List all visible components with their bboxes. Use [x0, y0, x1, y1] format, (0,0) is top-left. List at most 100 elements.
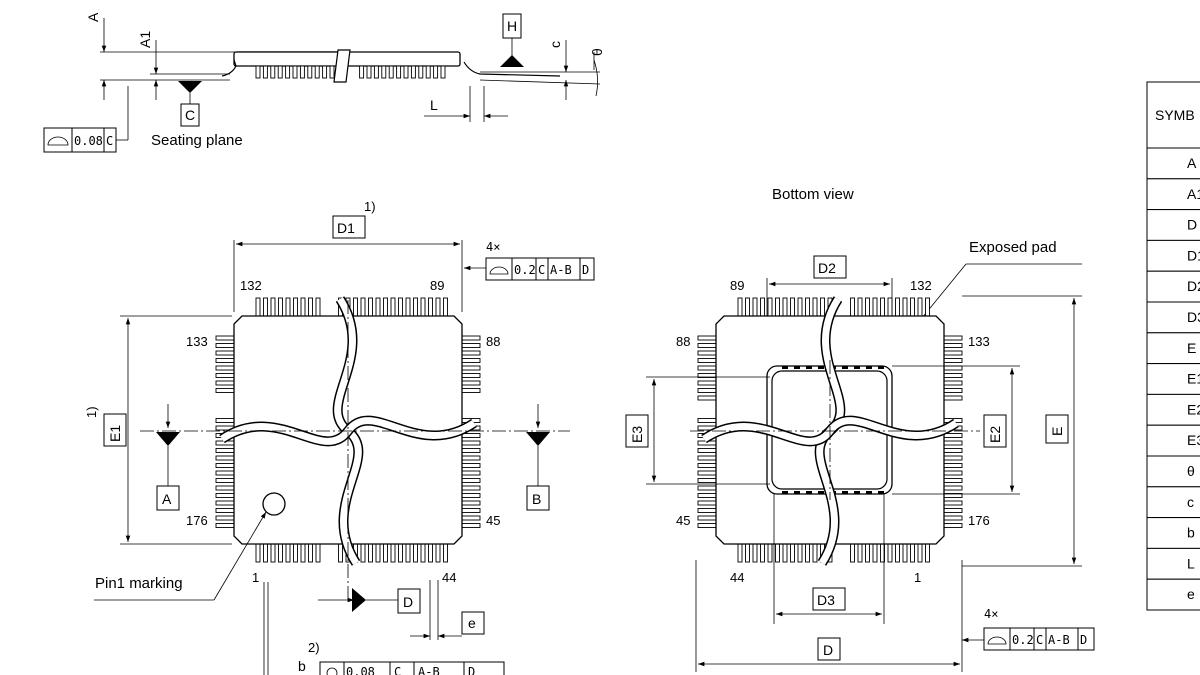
lead — [435, 297, 441, 317]
top-pin-88: 88 — [486, 334, 500, 349]
top-pin-45: 45 — [486, 513, 500, 528]
tol-bot-d1: C — [1036, 633, 1043, 647]
lead — [215, 380, 235, 386]
lead — [461, 455, 481, 461]
table-row — [1146, 209, 1200, 241]
lead — [943, 470, 963, 476]
lead — [390, 297, 396, 317]
lead — [943, 395, 963, 401]
tol-top-d1: C — [538, 263, 545, 277]
side-lead — [299, 65, 305, 79]
dim-E: E — [1049, 427, 1065, 436]
side-lead — [381, 65, 387, 79]
lead — [300, 543, 306, 563]
lead — [782, 297, 788, 317]
tol-top-count: 4× — [486, 240, 500, 254]
lead — [902, 543, 908, 563]
dim-A-side: A — [85, 12, 101, 22]
side-lead — [425, 65, 431, 79]
lead — [697, 500, 717, 506]
lead — [368, 297, 373, 317]
lead — [910, 297, 915, 317]
pad-tick — [878, 366, 884, 369]
lead — [420, 543, 426, 563]
table-cell-symbol: A1 — [1187, 186, 1200, 202]
lead — [917, 297, 923, 317]
note1-d1: 1) — [364, 199, 376, 214]
lead — [278, 297, 283, 317]
lead — [925, 543, 930, 563]
table-cell-symbol: E2 — [1187, 401, 1200, 417]
lead — [461, 433, 481, 438]
bottom-view-label: Bottom view — [772, 186, 854, 203]
lead — [360, 297, 366, 317]
pad-tick — [854, 366, 860, 369]
top-pin-133: 133 — [186, 334, 208, 349]
lead — [461, 440, 481, 446]
lead — [383, 297, 388, 317]
bot-pin-45: 45 — [676, 513, 690, 528]
lead — [805, 297, 810, 317]
dim-c-side: c — [547, 41, 563, 48]
lead — [375, 543, 381, 563]
table-row — [1146, 455, 1200, 488]
lead — [308, 543, 313, 563]
lead — [215, 478, 235, 483]
datum-C-label: C — [185, 107, 195, 123]
lead — [745, 543, 750, 563]
table-row — [1146, 147, 1200, 180]
lead — [865, 297, 870, 317]
table-cell-symbol: L — [1187, 555, 1195, 571]
table-row — [1146, 178, 1200, 211]
dim-E1: E1 — [107, 425, 123, 442]
lead — [338, 543, 343, 563]
dim-E2: E2 — [987, 426, 1003, 443]
lead — [943, 478, 963, 483]
lead — [910, 543, 915, 563]
lead — [872, 543, 878, 563]
pin1-dot — [262, 492, 286, 516]
lead — [270, 297, 276, 317]
pin1-marking-label: Pin1 marking — [95, 575, 183, 592]
lead — [461, 500, 481, 506]
lead — [850, 543, 855, 563]
side-lead — [270, 65, 276, 79]
lead — [775, 543, 780, 563]
pad-tick — [866, 491, 872, 494]
lead — [697, 523, 717, 528]
tol-bot-value: 0.2 — [1012, 633, 1034, 647]
note1-e1: 1) — [84, 406, 99, 418]
lead — [697, 380, 717, 386]
lead — [398, 297, 403, 317]
lead — [887, 297, 893, 317]
lead — [917, 543, 923, 563]
pad-tick — [806, 366, 812, 369]
lead — [895, 543, 900, 563]
lead — [697, 395, 717, 401]
top-pin-132: 132 — [240, 278, 262, 293]
lead — [215, 463, 235, 468]
lead — [215, 358, 235, 363]
side-lead — [366, 65, 372, 79]
lead — [812, 543, 818, 563]
lead — [255, 543, 261, 563]
lead — [943, 448, 963, 453]
lead — [857, 543, 863, 563]
lead — [697, 388, 717, 393]
lead — [293, 297, 298, 317]
lead — [461, 523, 481, 528]
lead — [767, 297, 773, 317]
side-lead — [314, 65, 320, 79]
datum-A-label: A — [162, 491, 172, 507]
lead — [461, 335, 481, 341]
lead — [405, 297, 411, 317]
pad-tick — [818, 366, 824, 369]
lead — [797, 297, 803, 317]
table-cell-symbol: E1 — [1187, 371, 1200, 387]
bot-pin-44: 44 — [730, 570, 744, 585]
tol-top-value: 0.2 — [514, 263, 536, 277]
lead — [925, 297, 930, 317]
lead — [943, 358, 963, 363]
lead — [255, 297, 261, 317]
lead — [428, 297, 433, 317]
